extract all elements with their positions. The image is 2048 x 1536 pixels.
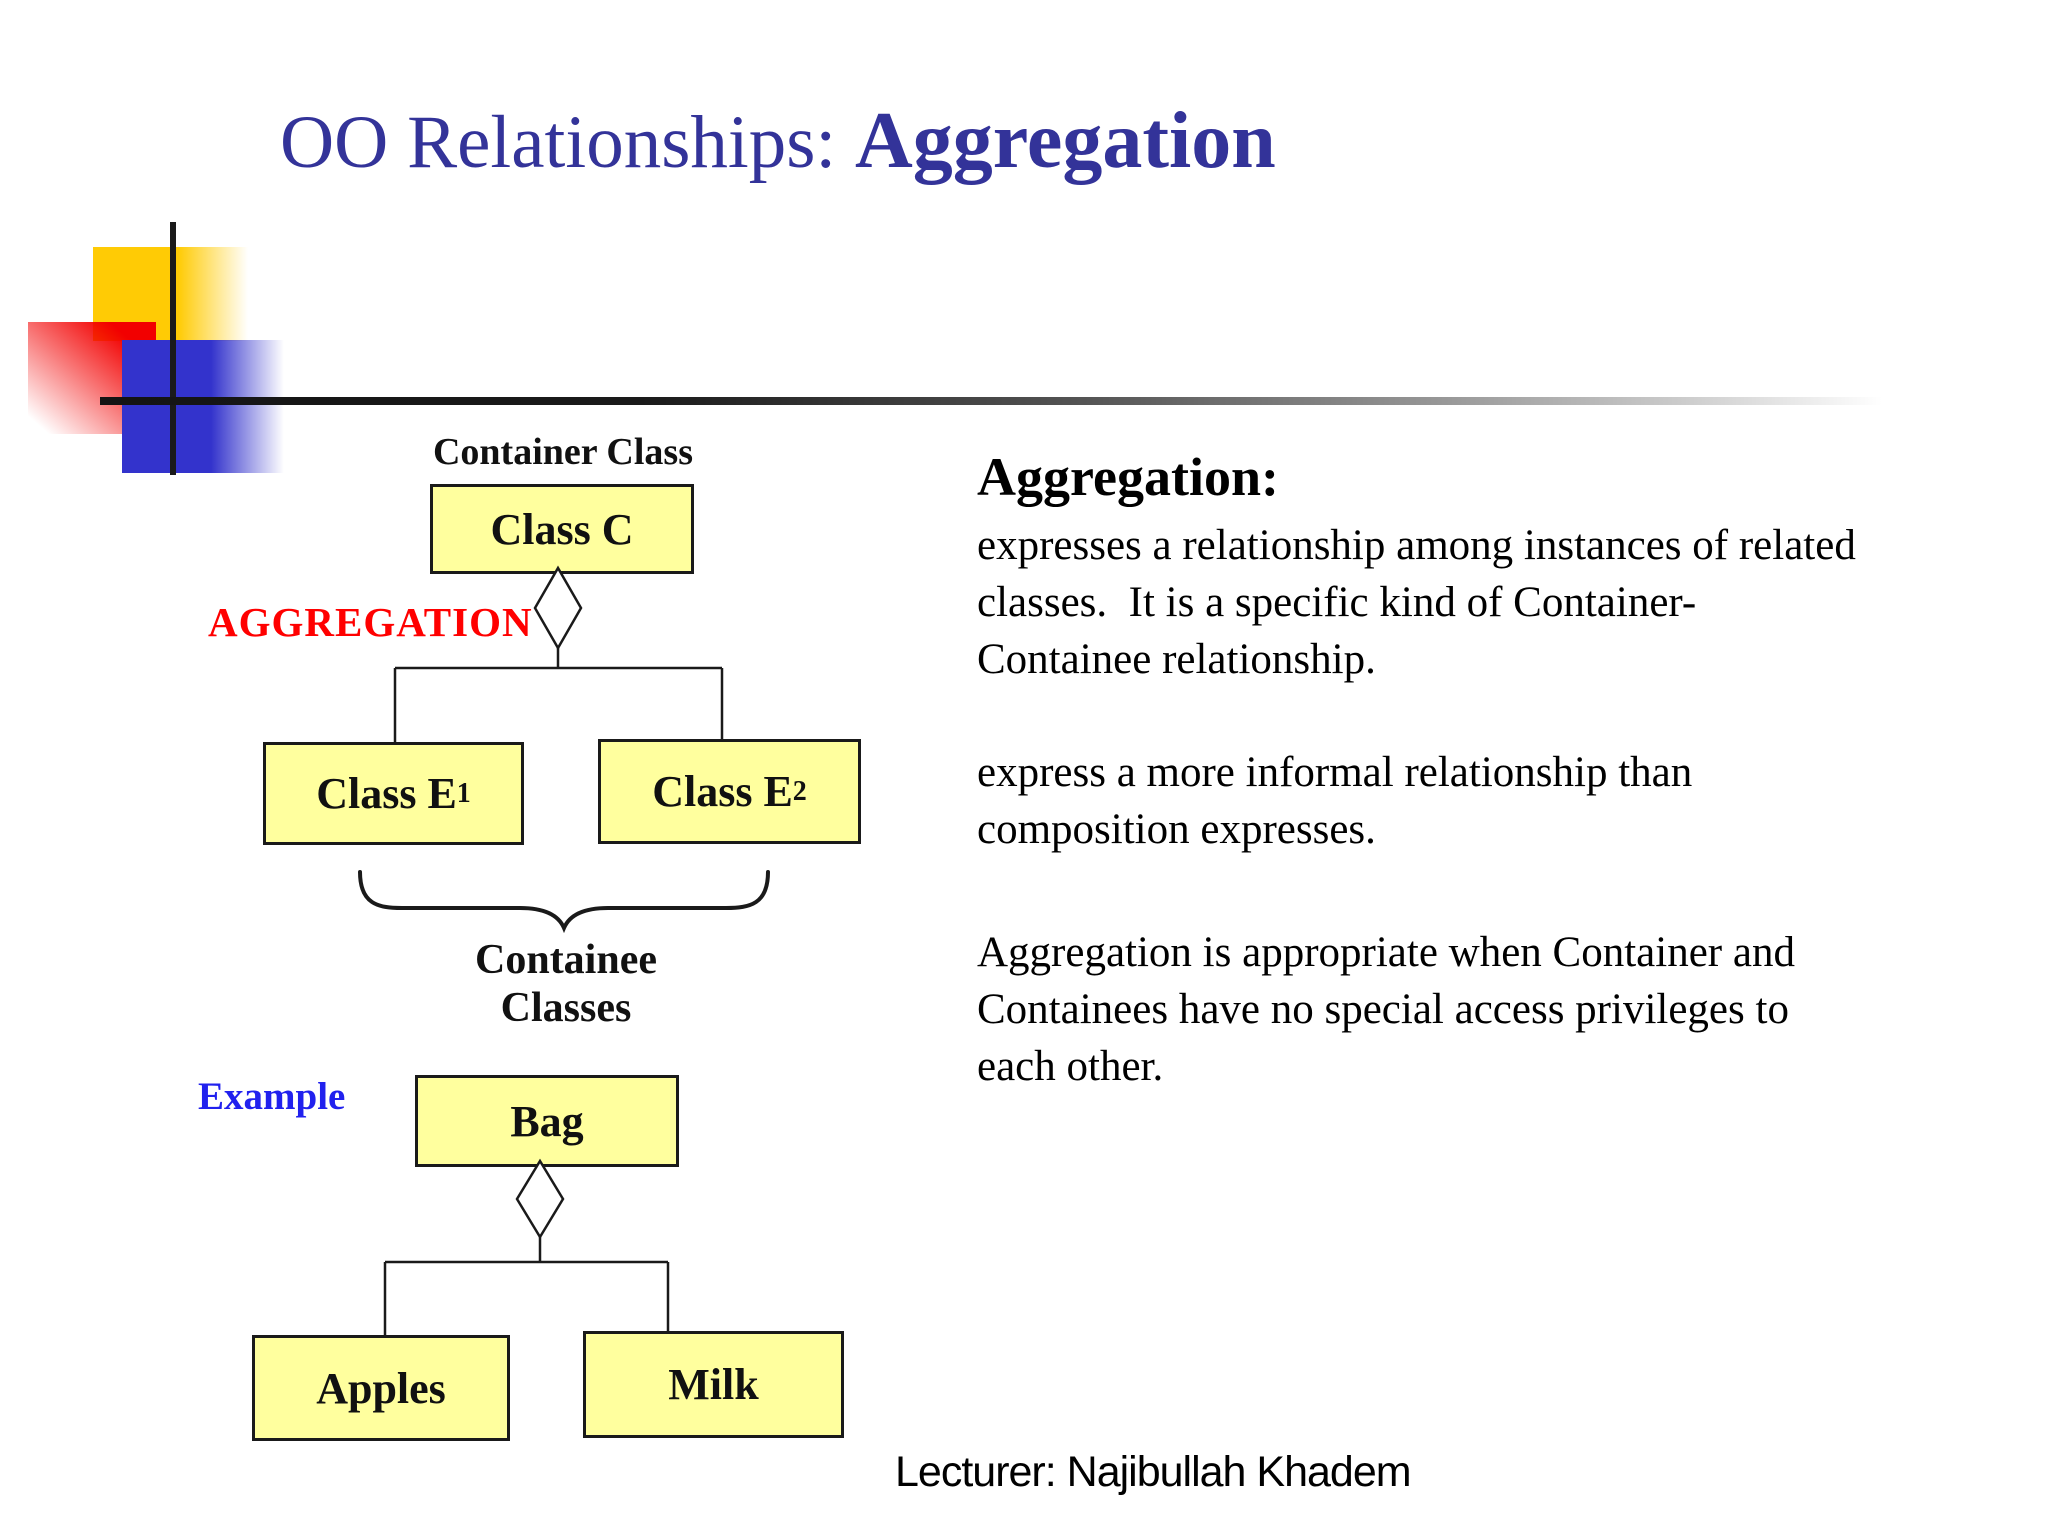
milk-label: Milk [668, 1360, 759, 1409]
milk-box: Milk [583, 1331, 844, 1438]
decor-horizontal-rule [100, 397, 1900, 405]
body-paragraph-2: express a more informal relationship tha… [977, 749, 1693, 853]
containee-classes-label: Containee Classes [475, 937, 657, 1031]
title-bold-part: Aggregation [855, 97, 1276, 185]
curly-brace-icon [358, 870, 770, 934]
decor-blue-square [122, 340, 284, 473]
example-connector-lines [383, 1158, 670, 1335]
body-paragraph-3: Aggregation is appropriate when Containe… [977, 929, 1795, 1090]
example-label: Example [198, 1075, 346, 1118]
aggregation-diamond-icon [533, 565, 583, 651]
bag-label: Bag [510, 1096, 584, 1146]
body-paragraph-1: expresses a relationship among instances… [977, 522, 1856, 683]
apples-label: Apples [316, 1363, 446, 1413]
bag-box: Bag [415, 1075, 679, 1167]
aggregation-connector-lines [393, 565, 724, 743]
page-title: OO Relationships: Aggregation [280, 96, 1276, 187]
title-regular-part: OO Relationships: [280, 101, 855, 184]
aggregation-heading: Aggregation: [977, 447, 1279, 507]
example-diamond-icon [515, 1158, 565, 1240]
aggregation-label: AGGREGATION [208, 599, 533, 645]
tree-connector-line [393, 648, 724, 743]
apples-box: Apples [252, 1335, 510, 1441]
container-class-label: Container Class [432, 431, 694, 473]
lecturer-credit: Lecturer: Najibullah Khadem [895, 1448, 1412, 1496]
class-c-label: Class C [490, 504, 634, 554]
class-c-box: Class C [430, 484, 694, 574]
decor-vertical-line [170, 222, 176, 475]
class-e1-label: Class E [316, 769, 457, 818]
brace-path [358, 870, 770, 934]
example-tree-connector-line [383, 1237, 670, 1335]
class-e2-label: Class E [652, 767, 793, 816]
